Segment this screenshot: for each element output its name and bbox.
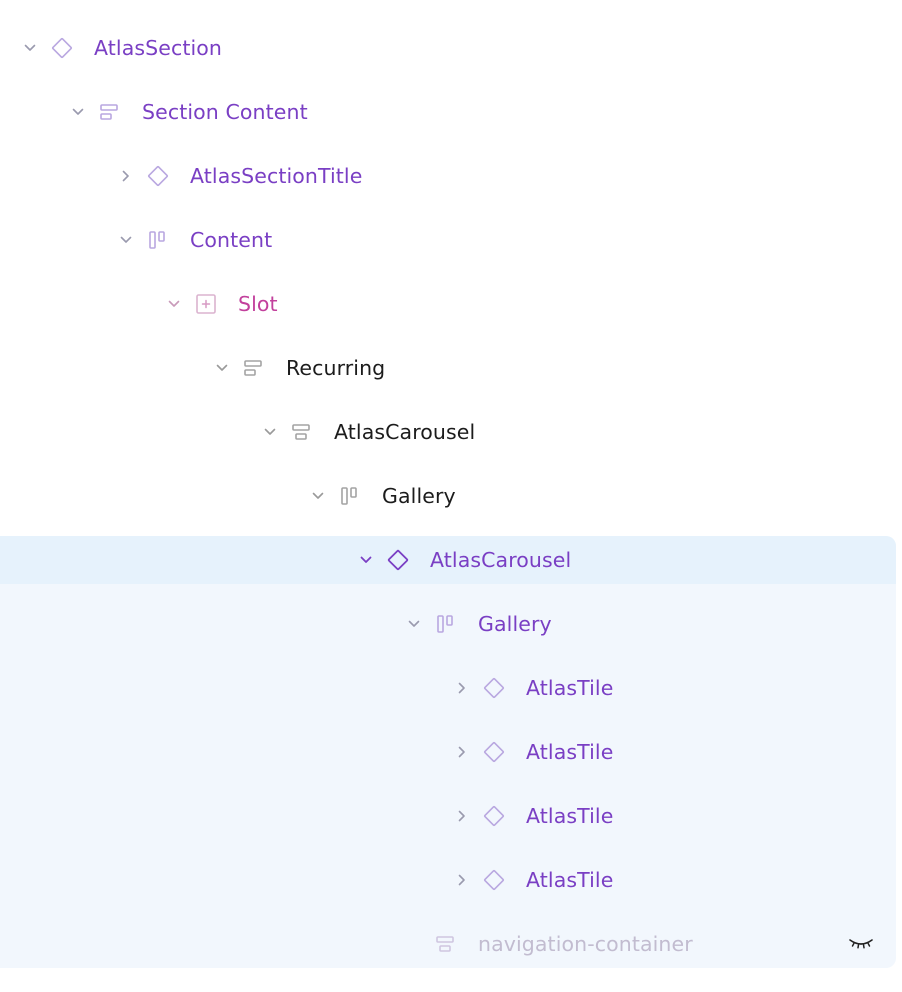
layer-label: AtlasTile bbox=[526, 868, 614, 892]
layer-row-atlas-section-title[interactable]: AtlasSectionTitle bbox=[0, 152, 896, 200]
chevron-down-icon[interactable] bbox=[167, 280, 181, 328]
layer-label: Section Content bbox=[142, 100, 308, 124]
layer-row-gallery-frame[interactable]: Gallery bbox=[0, 472, 896, 520]
vertical-stack-icon bbox=[289, 408, 315, 456]
component-diamond-icon bbox=[481, 728, 507, 776]
chevron-down-icon[interactable] bbox=[407, 600, 421, 648]
chevron-down-icon[interactable] bbox=[119, 216, 133, 264]
vertical-stack-icon bbox=[433, 920, 459, 968]
component-diamond-icon bbox=[145, 152, 171, 200]
layer-label: AtlasTile bbox=[526, 804, 614, 828]
chevron-down-icon[interactable] bbox=[215, 344, 229, 392]
horizontal-stack-icon bbox=[145, 216, 171, 264]
layer-row-atlas-tile[interactable]: AtlasTile bbox=[0, 664, 896, 712]
layer-label: Gallery bbox=[382, 484, 456, 508]
chevron-down-icon[interactable] bbox=[23, 24, 37, 72]
component-diamond-icon bbox=[481, 856, 507, 904]
layer-label: Slot bbox=[238, 292, 278, 316]
chevron-right-icon[interactable] bbox=[455, 792, 469, 840]
horizontal-stack-icon bbox=[337, 472, 363, 520]
layer-label: AtlasCarousel bbox=[430, 548, 572, 572]
component-diamond-icon bbox=[49, 24, 75, 72]
layer-label: AtlasTile bbox=[526, 740, 614, 764]
layer-row-atlas-carousel-frame[interactable]: AtlasCarousel bbox=[0, 408, 896, 456]
layer-row-recurring[interactable]: Recurring bbox=[0, 344, 896, 392]
component-diamond-icon bbox=[385, 536, 411, 584]
layer-label: Gallery bbox=[478, 612, 552, 636]
layer-label: navigation-container bbox=[478, 932, 693, 956]
layer-label: Recurring bbox=[286, 356, 386, 380]
component-diamond-icon bbox=[481, 664, 507, 712]
layer-row-atlas-section[interactable]: AtlasSection bbox=[0, 24, 896, 72]
chevron-down-icon[interactable] bbox=[359, 536, 373, 584]
layer-label: Content bbox=[190, 228, 273, 252]
layer-row-content[interactable]: Content bbox=[0, 216, 896, 264]
layer-row-navigation-container[interactable]: navigation-container bbox=[0, 920, 896, 968]
layer-row-atlas-carousel-selected[interactable]: AtlasCarousel bbox=[0, 536, 896, 584]
vertical-stack-icon bbox=[241, 344, 267, 392]
eye-closed-icon[interactable] bbox=[848, 920, 874, 968]
layer-row-atlas-tile[interactable]: AtlasTile bbox=[0, 728, 896, 776]
chevron-right-icon[interactable] bbox=[455, 856, 469, 904]
layer-row-gallery[interactable]: Gallery bbox=[0, 600, 896, 648]
component-diamond-icon bbox=[481, 792, 507, 840]
layer-row-slot[interactable]: Slot bbox=[0, 280, 896, 328]
vertical-stack-icon bbox=[97, 88, 123, 136]
layer-row-atlas-tile[interactable]: AtlasTile bbox=[0, 856, 896, 904]
layer-row-atlas-tile[interactable]: AtlasTile bbox=[0, 792, 896, 840]
chevron-down-icon[interactable] bbox=[71, 88, 85, 136]
horizontal-stack-icon bbox=[433, 600, 459, 648]
layer-label: AtlasSection bbox=[94, 36, 223, 60]
slot-icon bbox=[193, 280, 219, 328]
chevron-down-icon[interactable] bbox=[311, 472, 325, 520]
layer-label: AtlasTile bbox=[526, 676, 614, 700]
layer-label: AtlasCarousel bbox=[334, 420, 476, 444]
layer-row-section-content[interactable]: Section Content bbox=[0, 88, 896, 136]
chevron-down-icon[interactable] bbox=[263, 408, 277, 456]
chevron-right-icon[interactable] bbox=[119, 152, 133, 200]
chevron-right-icon[interactable] bbox=[455, 728, 469, 776]
layer-label: AtlasSectionTitle bbox=[190, 164, 363, 188]
selection-group-background bbox=[0, 536, 896, 968]
chevron-right-icon[interactable] bbox=[455, 664, 469, 712]
